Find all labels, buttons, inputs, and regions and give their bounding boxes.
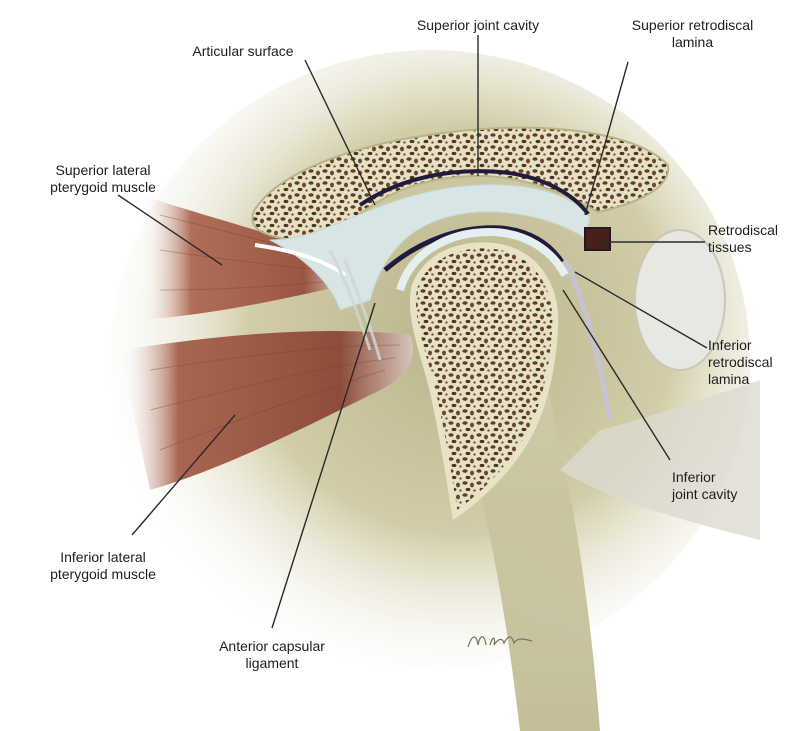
label-inferior-retrodiscal-lamina: Inferior retrodiscal lamina (708, 337, 788, 388)
label-anterior-capsular-ligament: Anterior capsular ligament (197, 638, 347, 672)
artist-signature (466, 627, 536, 655)
label-inferior-lateral-pterygoid-muscle: Inferior lateral pterygoid muscle (28, 549, 178, 583)
label-superior-retrodiscal-lamina: Superior retrodiscal lamina (600, 17, 785, 51)
label-superior-joint-cavity: Superior joint cavity (388, 17, 568, 34)
retrodiscal-tissues (585, 228, 610, 250)
label-superior-lateral-pterygoid-muscle: Superior lateral pterygoid muscle (28, 162, 178, 196)
label-articular-surface: Articular surface (178, 43, 308, 60)
label-retrodiscal-tissues: Retrodiscal tissues (708, 222, 788, 256)
label-inferior-joint-cavity: Inferior joint cavity (672, 469, 782, 503)
